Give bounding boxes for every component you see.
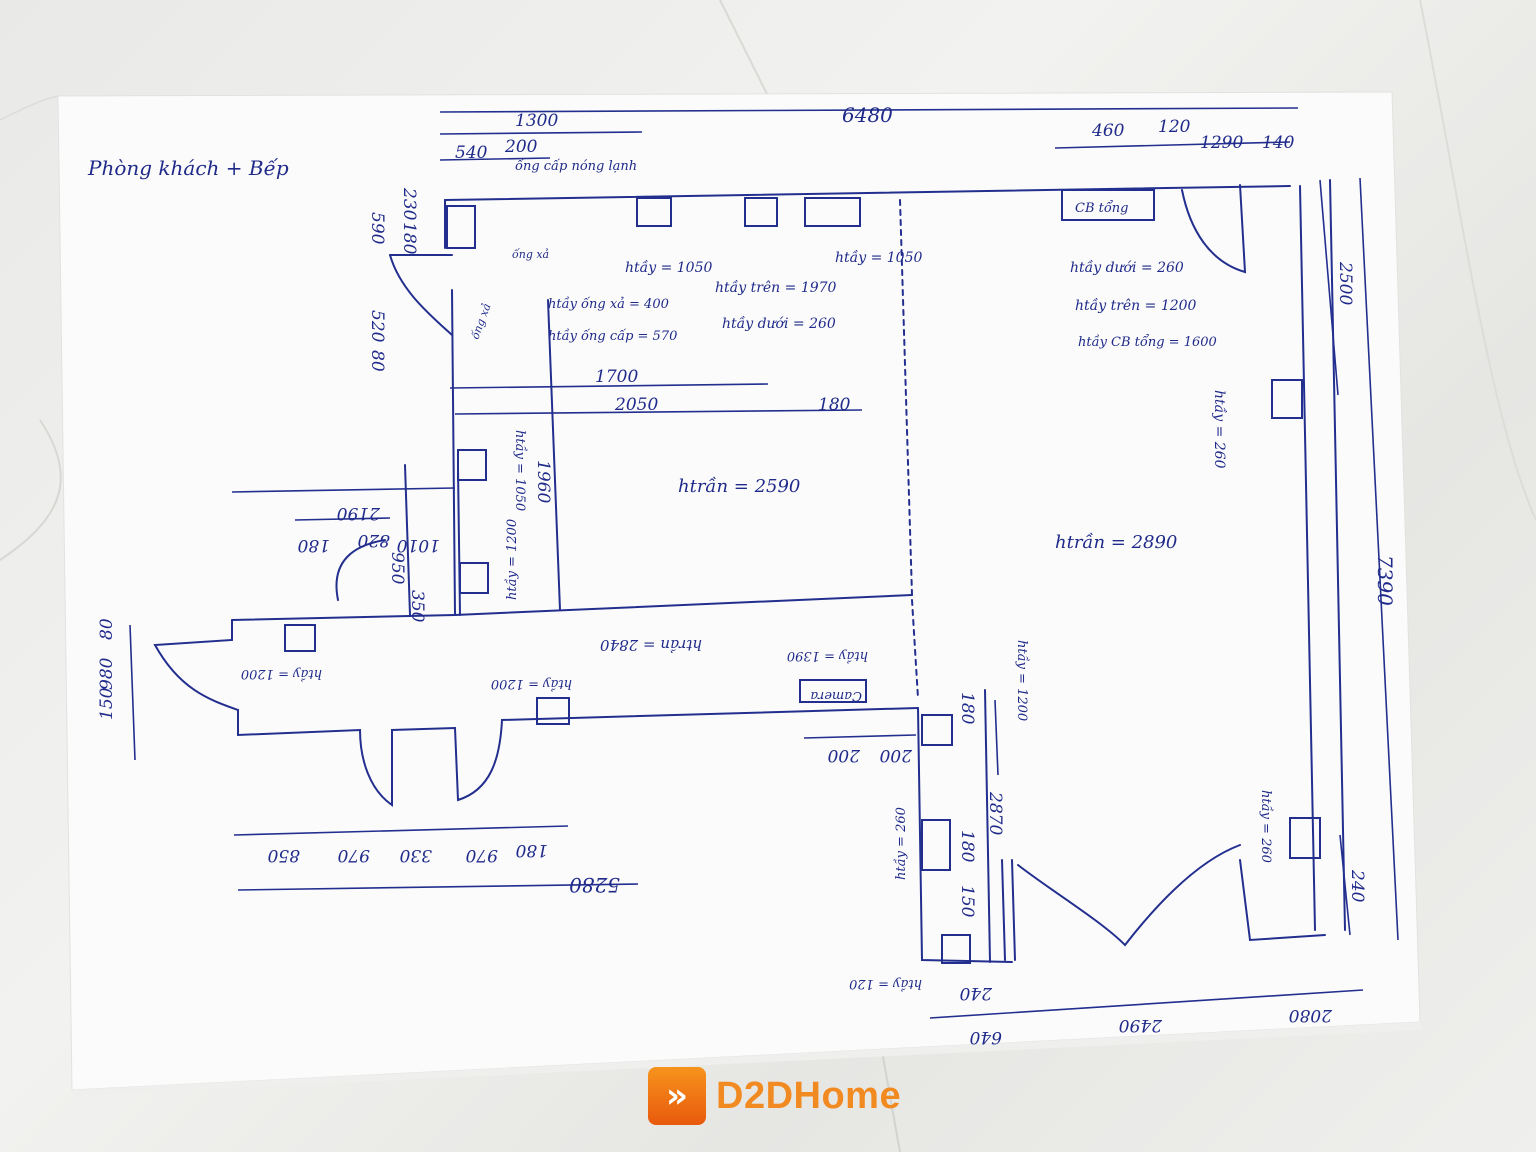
ceiling-note: htrần = 2890	[1055, 532, 1177, 553]
top-dim: 1300	[515, 111, 558, 131]
right-note: htầy dưới = 260	[1070, 259, 1184, 276]
lower-note: htầy = 1200	[1014, 640, 1030, 721]
bottom-dim: 180	[515, 840, 548, 860]
mid-dim: 180	[818, 395, 851, 415]
brand-logo: » D2DHome	[648, 1066, 908, 1126]
paper-sheet	[57, 91, 1421, 1091]
top-dim: ống cấp nóng lạnh	[515, 158, 637, 174]
bottom-dim: 970	[337, 845, 370, 865]
left-dim: 80	[97, 618, 117, 640]
dim-overall-height: 7390	[1373, 555, 1397, 606]
kitchen-note: htầy = 1050	[625, 259, 712, 276]
left-dim: 180	[399, 222, 419, 255]
top-dim: 120	[1158, 117, 1191, 137]
ceiling-note: htrần = 2840	[600, 636, 702, 654]
bottom-dim: 640	[969, 1027, 1002, 1047]
kitchen-note: htầy dưới = 260	[722, 315, 836, 332]
top-dim: 540	[455, 143, 488, 163]
lower-note: 200	[879, 745, 913, 765]
kitchen-note: htầy trên = 1970	[715, 279, 837, 296]
mid-dim: 2050	[614, 395, 658, 415]
dim-bottom-total: 5280	[569, 873, 620, 897]
top-dim: 1290	[1200, 133, 1243, 153]
bottom-dim: 850	[267, 845, 300, 865]
lower-note: 1010	[397, 535, 440, 555]
left-dim: 520	[367, 310, 387, 343]
right-note: htầy CB tổng = 1600	[1078, 334, 1217, 350]
lower-note: 350	[407, 590, 427, 623]
left-dim: 590	[367, 212, 387, 245]
lower-note: 180	[297, 535, 330, 555]
ceiling-note: htrần = 2590	[678, 476, 800, 497]
lower-note: 180	[957, 692, 977, 725]
top-dim: 460	[1091, 121, 1125, 141]
bottom-dim: 970	[465, 845, 498, 865]
mid-dim: 1700	[595, 367, 638, 387]
top-dim: 140	[1262, 133, 1295, 153]
lower-note: 180	[957, 830, 977, 863]
lower-note: 200	[827, 745, 861, 765]
dim-overall-width: 6480	[842, 103, 893, 127]
kitchen-note: ống xả	[512, 248, 549, 261]
right-note: htầy = 260	[1211, 390, 1228, 469]
lower-note: 820	[357, 530, 390, 550]
lower-note: htầy = 260	[1258, 790, 1274, 863]
lower-note: htầy = 1200	[241, 666, 322, 682]
bottom-dim: 240	[1347, 869, 1367, 903]
lower-note: htầy = 260	[893, 807, 909, 880]
mid-dim: htầy = 1200	[504, 519, 520, 600]
kitchen-note: htầy ống xả = 400	[548, 296, 669, 312]
lower-note: Camera	[810, 688, 862, 703]
lower-note: htầy = 120	[849, 976, 922, 992]
lower-note: 150	[957, 885, 977, 918]
mid-dim: htầy = 1050	[512, 430, 528, 511]
mid-dim: 1960	[533, 460, 553, 503]
right-note: htầy trên = 1200	[1075, 297, 1197, 314]
lower-note: 950	[387, 552, 407, 585]
brand-name: D2DHome	[716, 1074, 902, 1117]
lower-note: 2870	[985, 791, 1005, 835]
sheet-title: Phòng khách + Bếp	[87, 156, 289, 180]
bottom-dim: 2080	[1289, 1005, 1333, 1025]
bottom-dim: 240	[959, 983, 993, 1003]
dim-right-height: 2500	[1335, 261, 1355, 305]
bottom-dim: 2490	[1119, 1015, 1163, 1035]
lower-note: htầy = 1200	[491, 676, 572, 692]
bottom-dim: 330	[399, 845, 432, 865]
left-dim: 230	[399, 187, 419, 221]
top-dim: 200	[504, 137, 538, 157]
right-note: CB tổng	[1075, 200, 1129, 216]
kitchen-note: htầy = 1050	[835, 249, 922, 266]
left-dim: 80	[367, 350, 387, 372]
left-dim: 980	[97, 657, 117, 690]
mid-dim: 2190	[337, 503, 381, 523]
left-dim: 150	[97, 687, 117, 720]
lower-note: htầy = 1390	[787, 648, 868, 664]
kitchen-note: htầy ống cấp = 570	[548, 328, 677, 344]
brand-chevron-icon: »	[648, 1067, 706, 1125]
